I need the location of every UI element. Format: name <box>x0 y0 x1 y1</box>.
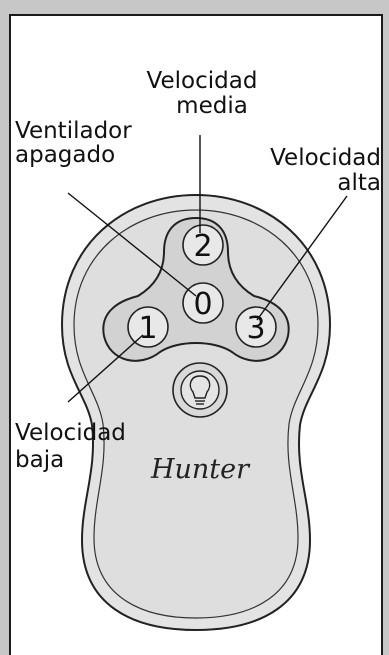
button-speed-high-label: 3 <box>246 311 265 346</box>
label-speed-medium: Velocidad media <box>147 68 258 119</box>
svg-text:Velocidad: Velocidad <box>147 68 258 94</box>
svg-text:media: media <box>176 93 248 119</box>
svg-text:apagado: apagado <box>15 142 115 168</box>
svg-text:Ventilador: Ventilador <box>15 118 132 144</box>
button-speed-low[interactable]: 1 <box>127 306 169 348</box>
button-fan-off[interactable]: 0 <box>182 282 224 324</box>
button-fan-off-label: 0 <box>193 287 212 322</box>
label-speed-high: Velocidad alta <box>270 145 381 196</box>
button-speed-low-label: 1 <box>138 311 157 346</box>
svg-text:Velocidad: Velocidad <box>270 145 381 171</box>
leader-speed-low <box>67 334 144 403</box>
light-bulb-icon <box>189 375 211 405</box>
svg-text:Velocidad: Velocidad <box>15 420 126 446</box>
button-speed-medium-label: 2 <box>193 229 212 264</box>
label-speed-low: Velocidad baja <box>15 420 126 473</box>
leader-speed-high <box>256 195 348 321</box>
light-button[interactable] <box>172 362 228 418</box>
leader-fan-off <box>67 192 197 297</box>
svg-text:alta: alta <box>337 170 381 196</box>
button-speed-high[interactable]: 3 <box>235 306 277 348</box>
brand-logo: Hunter <box>150 454 251 485</box>
label-fan-off: Ventilador apagado <box>15 118 132 168</box>
svg-text:baja: baja <box>15 447 64 473</box>
button-speed-medium[interactable]: 2 <box>182 224 224 266</box>
